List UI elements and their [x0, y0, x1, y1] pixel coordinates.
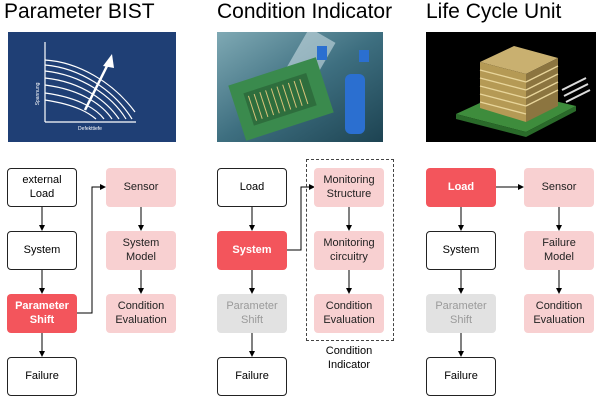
node-lcu-parameter-shift: Parameter Shift — [426, 294, 496, 333]
title-life-cycle-unit: Life Cycle Unit — [426, 0, 562, 23]
node-bist-system: System — [7, 231, 77, 270]
node-ci-system: System — [217, 231, 287, 270]
node-lcu-load: Load — [426, 168, 496, 207]
graph-y-axis-label: Spannung — [35, 82, 41, 105]
node-ci-failure: Failure — [217, 357, 287, 396]
node-ci-load: Load — [217, 168, 287, 207]
node-bist-parameter-shift: Parameter Shift — [7, 294, 77, 333]
stacked-module-photo — [426, 32, 596, 142]
node-ci-monitoring-structure: Monitoring Structure — [314, 168, 384, 207]
degradation-graph-image: Spannung Defekttiefe — [8, 32, 176, 142]
node-ci-monitoring-circuitry: Monitoring circuitry — [314, 231, 384, 270]
condition-indicator-group-box — [306, 159, 394, 341]
node-lcu-condition-evaluation: Condition Evaluation — [524, 294, 594, 333]
circuit-board-photo — [217, 32, 383, 142]
node-lcu-sensor: Sensor — [524, 168, 594, 207]
node-lcu-failure: Failure — [426, 357, 496, 396]
node-bist-sensor: Sensor — [106, 168, 176, 207]
graph-x-axis-label: Defekttiefe — [78, 126, 102, 132]
condition-indicator-group-label: Condition Indicator — [325, 345, 373, 371]
node-bist-condition-evaluation: Condition Evaluation — [106, 294, 176, 333]
title-parameter-bist: Parameter BIST — [4, 0, 155, 23]
node-lcu-system: System — [426, 231, 496, 270]
node-bist-external-load: external Load — [7, 168, 77, 207]
node-bist-failure: Failure — [7, 357, 77, 396]
node-ci-condition-evaluation: Condition Evaluation — [314, 294, 384, 333]
title-condition-indicator: Condition Indicator — [217, 0, 393, 23]
node-bist-system-model: System Model — [106, 231, 176, 270]
node-ci-parameter-shift: Parameter Shift — [217, 294, 287, 333]
node-lcu-failure-model: Failure Model — [524, 231, 594, 270]
